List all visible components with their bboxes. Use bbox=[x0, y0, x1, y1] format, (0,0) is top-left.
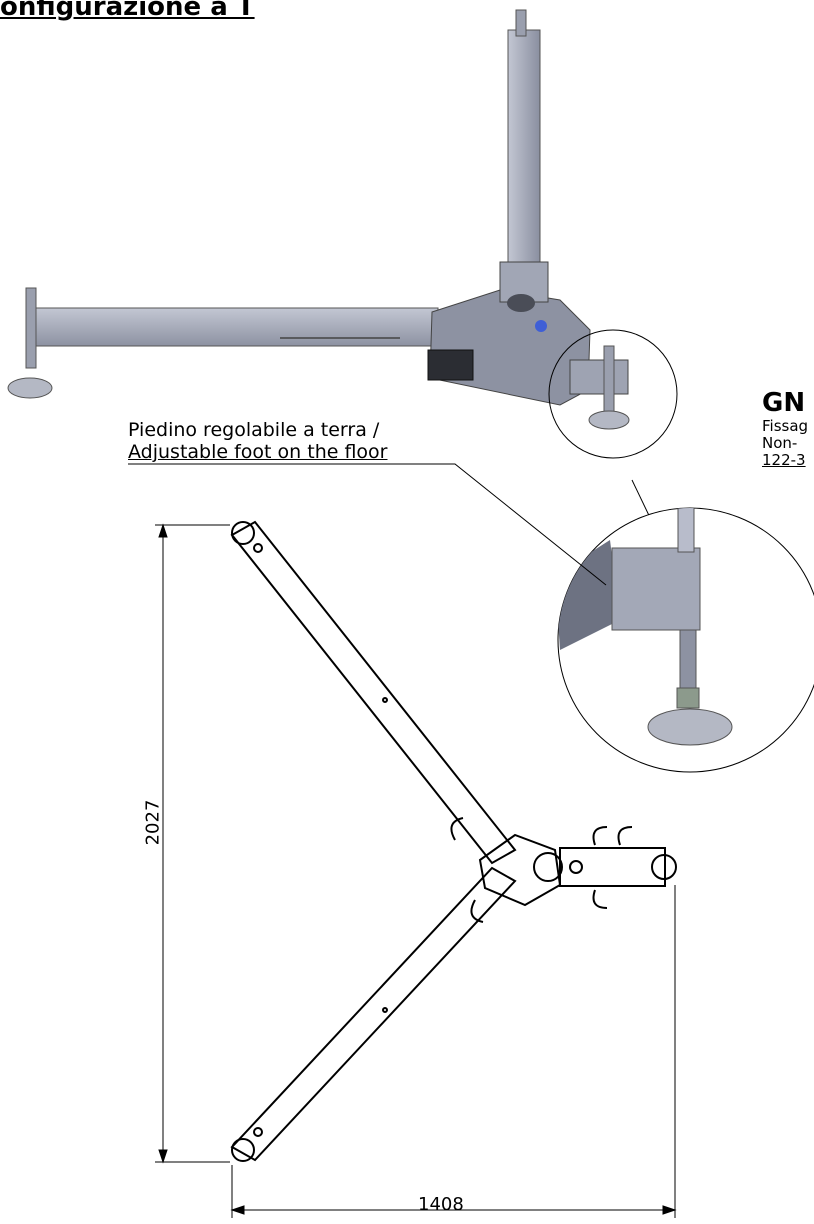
height-dimension-label: 2027 bbox=[142, 799, 164, 846]
gn-side-note: GN Fissag Non- 122-3 bbox=[762, 388, 814, 469]
blue-knob bbox=[535, 320, 547, 332]
gn-line-2: Non- bbox=[762, 434, 798, 452]
page-title: onfigurazione a T bbox=[0, 0, 255, 22]
foot-detail-view bbox=[557, 479, 814, 773]
right-arm bbox=[559, 847, 666, 887]
left-arm bbox=[27, 307, 439, 347]
callout-leader bbox=[128, 463, 607, 586]
gn-line-3: 122-3 bbox=[762, 451, 806, 469]
gn-heading: GN bbox=[762, 388, 806, 418]
lower-arm bbox=[230, 866, 517, 1162]
stand-top-view bbox=[230, 520, 677, 1162]
callout-line-italian: Piedino regolabile a terra / bbox=[128, 419, 380, 441]
detail-marker-circle bbox=[548, 329, 678, 459]
callout-line-english: Adjustable foot on the floor bbox=[128, 441, 388, 463]
upper-arm bbox=[230, 520, 517, 865]
dimension-lines bbox=[155, 523, 677, 1218]
stand-3d-render bbox=[7, 9, 678, 459]
width-dimension-label: 1408 bbox=[418, 1194, 464, 1215]
rear-arm bbox=[507, 29, 541, 271]
top-hub bbox=[478, 833, 562, 907]
foot-callout: Piedino regolabile a terra / Adjustable … bbox=[128, 419, 388, 463]
gn-line-1: Fissag bbox=[762, 417, 809, 435]
